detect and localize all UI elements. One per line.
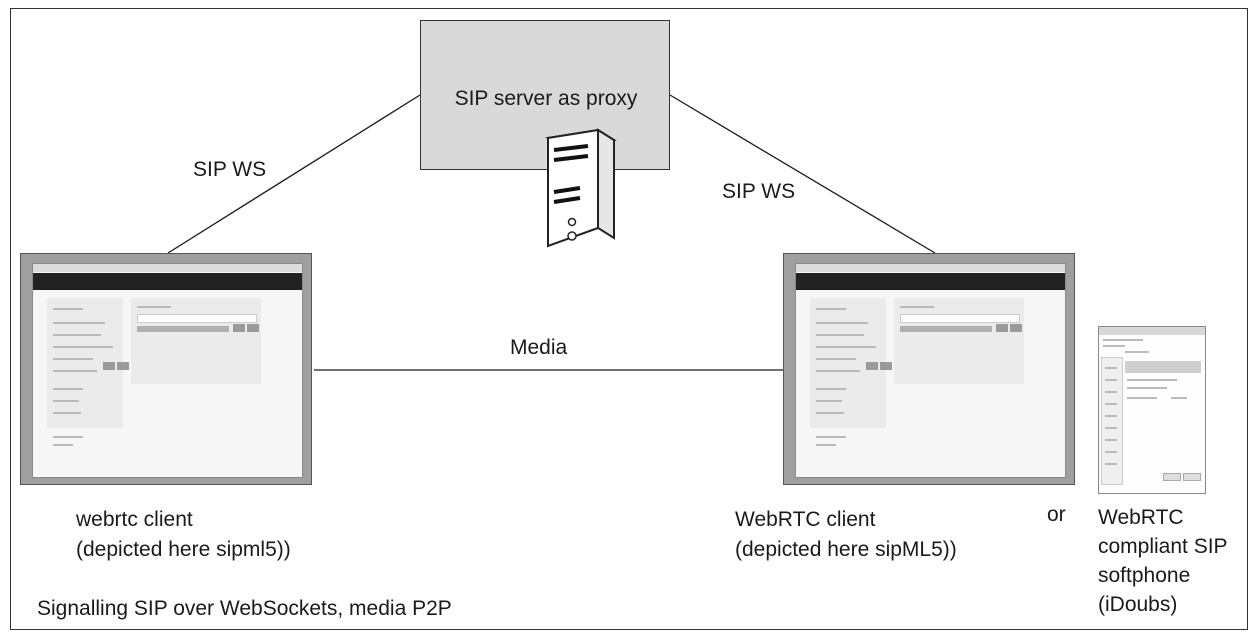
right-client-caption-line2: (depicted here sipML5)) [735, 538, 957, 561]
softphone-caption-line1: WebRTC [1098, 506, 1184, 529]
softphone-caption-line2: compliant SIP [1098, 535, 1228, 558]
footer-note: Signalling SIP over WebSockets, media P2… [37, 597, 452, 620]
right-client-screenshot [783, 253, 1075, 485]
browser-screenshot-icon [795, 263, 1066, 478]
softphone-caption-line3: softphone [1098, 564, 1191, 587]
right-client-caption-line1: WebRTC client [735, 508, 876, 531]
browser-screenshot-icon [32, 263, 303, 478]
softphone-caption-line4: (iDoubs) [1098, 593, 1178, 616]
left-client-caption-line1: webrtc client [76, 508, 193, 531]
left-client-screenshot [20, 253, 312, 485]
or-label: or [1047, 503, 1066, 526]
sip-ws-left-label: SIP WS [193, 158, 267, 181]
diagram-frame [10, 8, 1248, 630]
server-title: SIP server as proxy [454, 87, 638, 110]
left-client-caption-line2: (depicted here sipml5)) [76, 538, 291, 561]
server-tower-icon [545, 128, 617, 248]
sip-ws-right-label: SIP WS [722, 180, 796, 203]
sip-ws-right-line [669, 94, 936, 254]
sip-server-box: SIP server as proxy [420, 20, 670, 170]
softphone-window-icon [1098, 326, 1206, 494]
media-label: Media [510, 336, 568, 359]
sip-ws-left-line [167, 94, 421, 254]
